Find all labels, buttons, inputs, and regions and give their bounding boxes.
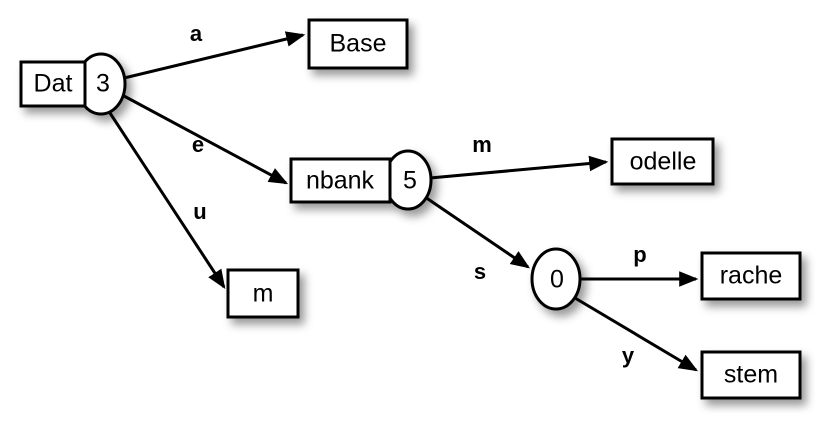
- edge-dat-m[interactable]: u: [108, 112, 226, 290]
- node-base-label: Base: [330, 30, 387, 58]
- edge-line-a: [123, 31, 306, 80]
- node-nbank[interactable]: [289, 149, 433, 211]
- nodes-layer: Dat 3 Base nbank 5 m: [19, 18, 802, 400]
- node-nbank-labels: nbank 5: [306, 167, 417, 195]
- edges-layer: a e u m s p: [108, 21, 699, 372]
- node-odelle-label: odelle: [630, 148, 697, 176]
- node-m-box-label: m: [253, 280, 274, 308]
- node-dat-rect-label: Dat: [34, 70, 73, 98]
- node-dat[interactable]: [19, 52, 127, 116]
- edge-label-e: e: [192, 132, 204, 157]
- node-nbank-rect-shape: [289, 157, 392, 204]
- edge-zero-stem[interactable]: y: [574, 296, 699, 372]
- node-zero-ellipse-shape: [530, 247, 582, 311]
- node-stem[interactable]: [700, 350, 802, 400]
- edge-line-e: [123, 94, 289, 185]
- edge-label-y: y: [622, 343, 635, 368]
- node-rache-label: rache: [720, 262, 783, 290]
- node-zero[interactable]: [530, 247, 582, 311]
- edge-label-u: u: [193, 199, 206, 224]
- node-base[interactable]: [307, 18, 409, 70]
- node-m-box[interactable]: [226, 268, 300, 319]
- node-stem-rect-shape: [700, 350, 802, 400]
- node-odelle-rect-shape: [610, 137, 715, 186]
- edge-dat-nbank[interactable]: e: [123, 94, 289, 185]
- edge-zero-rache[interactable]: p: [580, 242, 699, 287]
- edge-label-s: s: [474, 259, 486, 284]
- node-nbank-ellipse-label: 5: [403, 167, 417, 195]
- node-rache[interactable]: [700, 251, 802, 301]
- edge-label-p: p: [633, 242, 646, 267]
- edge-line-y: [574, 296, 699, 372]
- node-dat-rect-shape: [19, 60, 87, 108]
- edge-nbank-odelle[interactable]: m: [429, 132, 609, 180]
- edge-line-s: [424, 195, 530, 269]
- node-odelle[interactable]: [610, 137, 715, 186]
- edge-line-u: [108, 112, 226, 290]
- node-base-rect-shape: [307, 18, 409, 70]
- node-dat-ellipse-label: 3: [96, 70, 110, 98]
- edge-nbank-zero[interactable]: s: [424, 195, 530, 284]
- edge-label-m: m: [472, 132, 492, 157]
- node-stem-label: stem: [724, 361, 778, 389]
- node-m-box-rect-shape: [226, 268, 300, 319]
- node-rache-rect-shape: [700, 251, 802, 301]
- edge-label-a: a: [190, 21, 203, 46]
- edge-line-m: [429, 155, 609, 180]
- node-nbank-rect-label: nbank: [306, 167, 375, 195]
- node-zero-label: 0: [550, 266, 564, 294]
- edge-dat-base[interactable]: a: [123, 21, 306, 80]
- node-dat-labels: Dat 3: [34, 70, 110, 98]
